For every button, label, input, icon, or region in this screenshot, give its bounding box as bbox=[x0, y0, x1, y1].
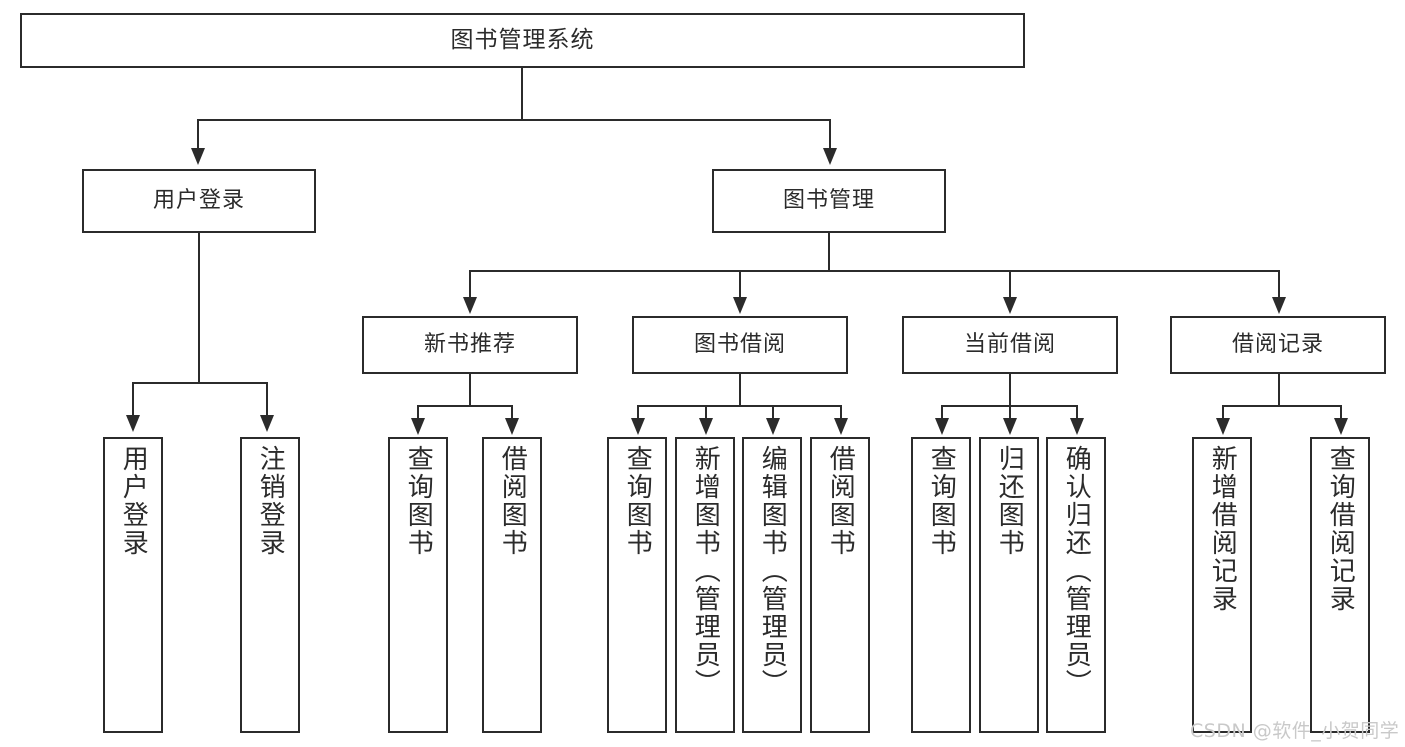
edge-currentborrow-drop-3 bbox=[1076, 405, 1078, 419]
arrowhead-borrow-book bbox=[733, 297, 747, 314]
node-label: 新增图书（管理员） bbox=[690, 445, 721, 697]
arrowhead-current-borrow bbox=[1003, 297, 1017, 314]
leaf-query-book-current[interactable]: 查询图书 bbox=[911, 437, 971, 733]
edge-currentborrow-stem bbox=[1009, 374, 1011, 406]
arrowhead-bookborrow-leaf-1 bbox=[631, 418, 645, 435]
arrowhead-borrow-record bbox=[1272, 297, 1286, 314]
node-label: 当前借阅 bbox=[963, 331, 1056, 357]
node-label: 查询借阅记录 bbox=[1325, 445, 1356, 613]
edge-borrowrecord-drop-1 bbox=[1222, 405, 1224, 419]
node-label: 图书借阅 bbox=[693, 331, 786, 357]
edge-bookborrow-drop-4 bbox=[840, 405, 842, 419]
node-label: 新书推荐 bbox=[423, 331, 516, 357]
edge-currentborrow-drop-2 bbox=[1009, 405, 1011, 419]
edge-newbook-stem bbox=[469, 374, 471, 406]
edge-bookborrow-stem bbox=[739, 374, 741, 406]
leaf-borrow-book[interactable]: 借阅图书 bbox=[810, 437, 870, 733]
edge-root-drop-right bbox=[829, 119, 831, 149]
node-borrow-record[interactable]: 借阅记录 bbox=[1170, 316, 1386, 374]
arrowhead-leaf-logout bbox=[260, 415, 274, 432]
node-current-borrow[interactable]: 当前借阅 bbox=[902, 316, 1118, 374]
arrowhead-book-manage bbox=[823, 148, 837, 165]
arrowhead-bookborrow-leaf-4 bbox=[834, 418, 848, 435]
arrowhead-currentborrow-leaf-2 bbox=[1003, 418, 1017, 435]
edge-newbook-drop-1 bbox=[417, 405, 419, 419]
arrowhead-newbook-leaf-1 bbox=[411, 418, 425, 435]
edge-borrowrecord-bus bbox=[1222, 405, 1340, 407]
node-book-borrow[interactable]: 图书借阅 bbox=[632, 316, 848, 374]
leaf-edit-book-admin[interactable]: 编辑图书（管理员） bbox=[742, 437, 802, 733]
leaf-add-book-admin[interactable]: 新增图书（管理员） bbox=[675, 437, 735, 733]
arrowhead-currentborrow-leaf-3 bbox=[1070, 418, 1084, 435]
leaf-return-book[interactable]: 归还图书 bbox=[979, 437, 1039, 733]
arrowhead-leaf-user-login bbox=[126, 415, 140, 432]
leaf-add-borrow-record[interactable]: 新增借阅记录 bbox=[1192, 437, 1252, 733]
edge-bookborrow-drop-2 bbox=[705, 405, 707, 419]
edge-root-stem bbox=[521, 68, 523, 120]
edge-bookmgmt-drop-3 bbox=[1009, 270, 1011, 298]
node-label: 归还图书 bbox=[994, 445, 1025, 557]
edge-newbook-bus bbox=[417, 405, 513, 407]
node-label: 查询图书 bbox=[403, 445, 434, 557]
csdn-watermark: CSDN @软件_小贺同学 bbox=[1190, 720, 1400, 742]
edge-root-bus bbox=[197, 119, 831, 121]
edge-bookmgmt-drop-1 bbox=[469, 270, 471, 298]
arrowhead-borrowrecord-leaf-2 bbox=[1334, 418, 1348, 435]
node-label: 确认归还（管理员） bbox=[1061, 445, 1092, 697]
node-user-login[interactable]: 用户登录 bbox=[82, 169, 316, 233]
edge-borrowrecord-stem bbox=[1278, 374, 1280, 406]
node-book-management[interactable]: 图书管理 bbox=[712, 169, 946, 233]
edge-userlogin-stem bbox=[198, 233, 200, 383]
edge-bookmgmt-drop-2 bbox=[739, 270, 741, 298]
arrowhead-borrowrecord-leaf-1 bbox=[1216, 418, 1230, 435]
edge-userlogin-drop-1 bbox=[132, 382, 134, 416]
leaf-confirm-return-admin[interactable]: 确认归还（管理员） bbox=[1046, 437, 1106, 733]
node-label: 用户登录 bbox=[118, 445, 149, 557]
edge-bookborrow-drop-1 bbox=[637, 405, 639, 419]
node-label: 编辑图书（管理员） bbox=[757, 445, 788, 697]
node-label: 借阅图书 bbox=[825, 445, 856, 557]
edge-bookborrow-drop-3 bbox=[772, 405, 774, 419]
node-label: 查询图书 bbox=[926, 445, 957, 557]
leaf-query-book-newbook[interactable]: 查询图书 bbox=[388, 437, 448, 733]
arrowhead-new-book bbox=[463, 297, 477, 314]
edge-userlogin-bus bbox=[132, 382, 267, 384]
arrowhead-newbook-leaf-2 bbox=[505, 418, 519, 435]
arrowhead-user-login bbox=[191, 148, 205, 165]
leaf-logout[interactable]: 注销登录 bbox=[240, 437, 300, 733]
node-label: 新增借阅记录 bbox=[1207, 445, 1238, 613]
edge-bookmgmt-bus bbox=[469, 270, 1280, 272]
leaf-user-login[interactable]: 用户登录 bbox=[103, 437, 163, 733]
node-label: 注销登录 bbox=[255, 445, 286, 557]
edge-root-drop-left bbox=[197, 119, 199, 149]
node-label: 图书管理 bbox=[782, 187, 875, 213]
arrowhead-bookborrow-leaf-3 bbox=[766, 418, 780, 435]
node-label: 图书管理系统 bbox=[450, 26, 595, 53]
node-label: 查询图书 bbox=[622, 445, 653, 557]
node-label: 借阅图书 bbox=[497, 445, 528, 557]
leaf-borrow-book-newbook[interactable]: 借阅图书 bbox=[482, 437, 542, 733]
edge-currentborrow-drop-1 bbox=[941, 405, 943, 419]
edge-userlogin-drop-2 bbox=[266, 382, 268, 416]
node-new-book-recommend[interactable]: 新书推荐 bbox=[362, 316, 578, 374]
node-root-system[interactable]: 图书管理系统 bbox=[20, 13, 1025, 68]
edge-bookmgmt-stem bbox=[828, 233, 830, 271]
arrowhead-bookborrow-leaf-2 bbox=[699, 418, 713, 435]
edge-borrowrecord-drop-2 bbox=[1340, 405, 1342, 419]
node-label: 借阅记录 bbox=[1231, 331, 1324, 357]
node-label: 用户登录 bbox=[152, 187, 245, 213]
leaf-query-borrow-record[interactable]: 查询借阅记录 bbox=[1310, 437, 1370, 733]
edge-bookborrow-bus bbox=[637, 405, 842, 407]
arrowhead-currentborrow-leaf-1 bbox=[935, 418, 949, 435]
edge-bookmgmt-drop-4 bbox=[1278, 270, 1280, 298]
leaf-query-book-borrow[interactable]: 查询图书 bbox=[607, 437, 667, 733]
edge-newbook-drop-2 bbox=[511, 405, 513, 419]
